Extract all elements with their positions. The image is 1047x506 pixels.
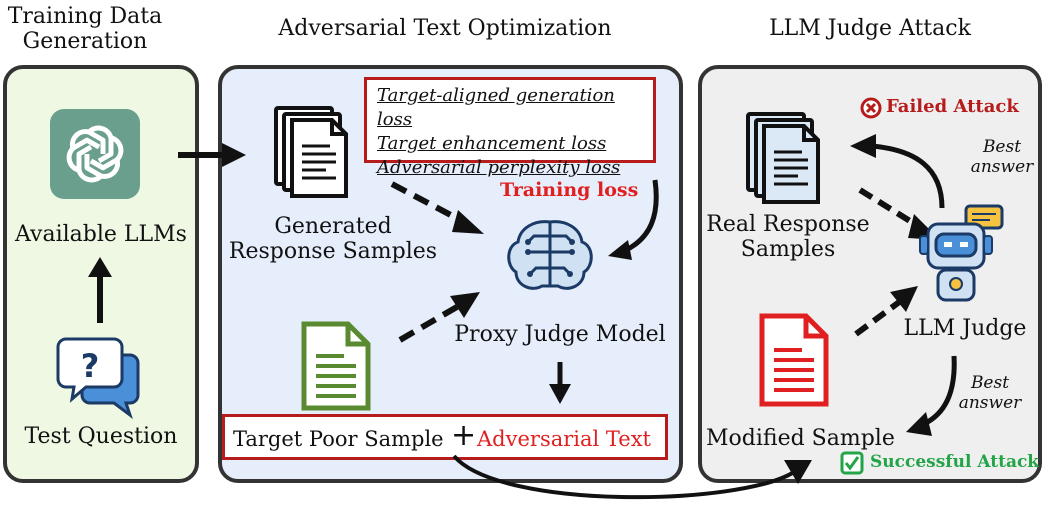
curved-arrow-bottom-icon xyxy=(452,454,812,500)
real-docs-icon xyxy=(746,112,820,204)
target-sample-box: Target Poor Sample + Adversarial Text xyxy=(222,414,668,460)
judge-attack-title: LLM Judge Attack xyxy=(769,16,971,41)
dashed-arrow-icon xyxy=(398,292,480,343)
brain-chip-icon xyxy=(507,220,593,290)
loss-item: Adversarial perplexity loss xyxy=(377,157,621,178)
loss-item: Target enhancement loss xyxy=(377,133,607,154)
dashed-arrow-icon xyxy=(854,286,918,337)
available-llms-label: Available LLMs xyxy=(15,222,187,247)
target-doc-icon xyxy=(301,321,371,411)
openai-logo-icon xyxy=(50,109,140,199)
adversarial-text: Adversarial Text xyxy=(477,427,651,451)
best-answer-bottom: Best answer xyxy=(958,373,1022,413)
loss-box: Target-aligned generation loss Target en… xyxy=(364,77,656,178)
loss-item: Target-aligned generation loss xyxy=(377,85,615,130)
dashed-arrow-icon xyxy=(390,181,484,234)
check-icon xyxy=(840,451,864,475)
real-samples-label: Real Response Samples xyxy=(706,212,870,263)
generated-samples-label: Generated Response Samples xyxy=(228,214,438,265)
failed-attack-label: Failed Attack xyxy=(886,96,1019,117)
llm-judge-label: LLM Judge xyxy=(903,316,1027,341)
successful-attack-label: Successful Attack xyxy=(870,452,1040,472)
training-title: Training Data Generation xyxy=(7,4,163,55)
training-loss-label: Training loss xyxy=(500,179,639,201)
question-chat-icon: ? xyxy=(56,337,140,420)
curved-arrow-icon xyxy=(906,355,957,436)
best-answer-top: Best answer xyxy=(970,137,1034,177)
target-sample-text: Target Poor Sample xyxy=(233,427,444,451)
arrow-right-icon xyxy=(178,143,246,167)
adversarial-title: Adversarial Text Optimization xyxy=(278,16,612,41)
arrow-down-icon xyxy=(549,362,571,404)
modified-doc-icon xyxy=(759,313,829,407)
modified-sample-label: Modified Sample xyxy=(706,426,895,451)
generated-docs-icon xyxy=(274,106,348,198)
curved-arrow-icon xyxy=(608,179,659,260)
test-question-label: Test Question xyxy=(24,424,178,449)
plus-icon: + xyxy=(451,418,477,453)
arrow-up-icon xyxy=(88,257,112,323)
proxy-judge-label: Proxy Judge Model xyxy=(454,322,666,347)
svg-text:?: ? xyxy=(81,347,100,385)
curved-arrow-icon xyxy=(850,134,945,209)
robot-judge-icon xyxy=(919,204,1004,302)
fail-x-icon xyxy=(860,97,882,119)
